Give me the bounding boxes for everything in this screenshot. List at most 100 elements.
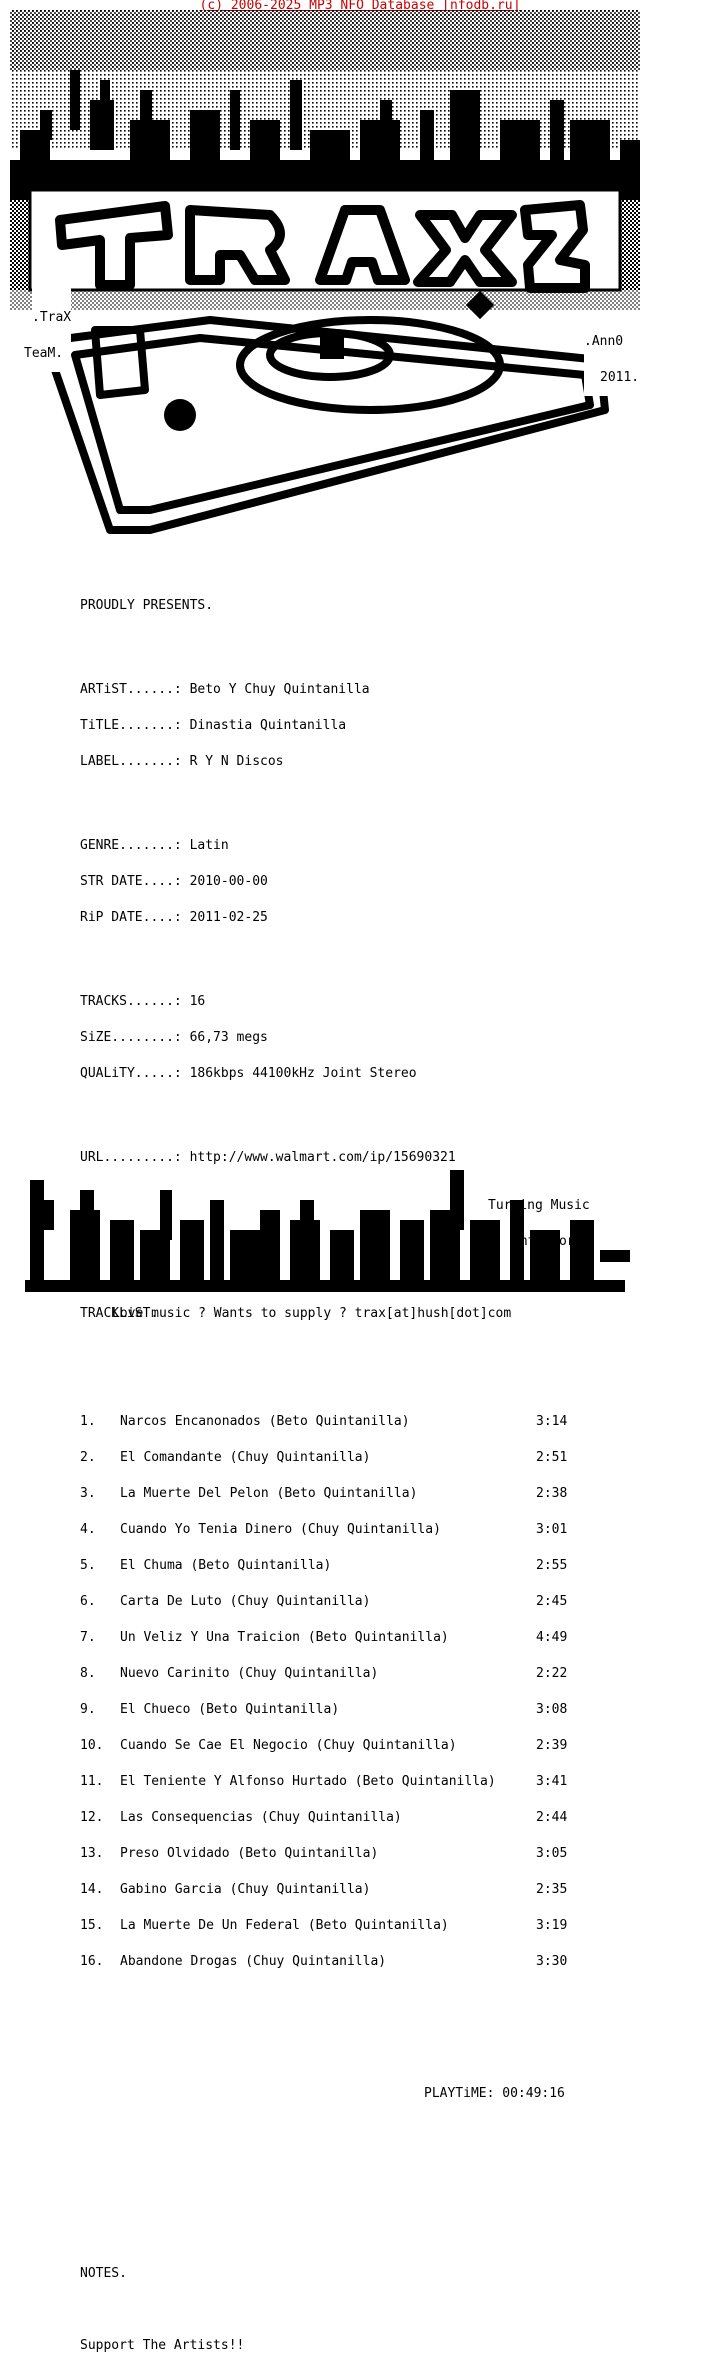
- track-number: 4.: [80, 1522, 96, 1537]
- crew-tag: .TraX TeaM.: [24, 288, 72, 372]
- genre-value: Latin: [189, 838, 229, 853]
- track-title: La Muerte De Un Federal (Beto Quintanill…: [120, 1918, 449, 1933]
- tagline-line-1: Turning Music: [488, 1198, 590, 1213]
- track-number: 11.: [80, 1774, 104, 1789]
- url-link[interactable]: http://www.walmart.com/ip/15690321: [189, 1150, 456, 1165]
- track-row: 9.El Chueco (Beto Quintanilla)3:08: [80, 1702, 576, 1717]
- track-duration: 3:30: [536, 1954, 568, 1969]
- track-number: 13.: [80, 1846, 104, 1861]
- crowd-art: [25, 1170, 630, 1292]
- track-duration: 2:35: [536, 1882, 568, 1897]
- track-row: 11. El Teniente Y Alfonso Hurtado (Beto Q…: [80, 1774, 576, 1789]
- track-duration: 2:51: [536, 1450, 568, 1465]
- quality-label: QUALiTY.....:: [80, 1066, 182, 1081]
- track-duration: 3:08: [536, 1702, 568, 1717]
- track-duration: 2:39: [536, 1738, 568, 1753]
- track-duration: 3:05: [536, 1846, 568, 1861]
- track-duration: 3:14: [536, 1414, 568, 1429]
- track-title: Carta De Luto (Chuy Quintanilla): [120, 1594, 371, 1609]
- track-duration: 2:55: [536, 1558, 568, 1573]
- track-title: El Chuma (Beto Quintanilla): [120, 1558, 332, 1573]
- track-title: Preso Olvidado (Beto Quintanilla): [120, 1846, 379, 1861]
- track-number: 5.: [80, 1558, 96, 1573]
- quality-value: 186kbps 44100kHz Joint Stereo: [189, 1066, 417, 1081]
- crew-tag-line-1: .TraX: [32, 310, 72, 325]
- track-number: 15.: [80, 1918, 104, 1933]
- track-number: 7.: [80, 1630, 96, 1645]
- label-row: LABEL.......: R Y N Discos: [80, 754, 576, 769]
- size-value: 66,73 megs: [189, 1030, 268, 1045]
- track-title: Cuando Se Cae El Negocio (Chuy Quintanil…: [120, 1738, 457, 1753]
- copyright-link[interactable]: (c) 2006-2025 MP3 NFO Database [nfodb.ru…: [199, 0, 521, 13]
- track-number: 16.: [80, 1954, 104, 1969]
- rip-date-label: RiP DATE....:: [80, 910, 182, 925]
- track-number: 3.: [80, 1486, 96, 1501]
- track-title: La Muerte Del Pelon (Beto Quintanilla): [120, 1486, 418, 1501]
- track-duration: 2:44: [536, 1810, 568, 1825]
- label-value: R Y N Discos: [189, 754, 284, 769]
- label-label: LABEL.......:: [80, 754, 182, 769]
- url-label: URL.........:: [80, 1150, 182, 1165]
- track-number: 12.: [80, 1810, 104, 1825]
- contact-footer: Love music ? Wants to supply ? trax[at]h…: [112, 1306, 512, 1321]
- notes-text: Support The Artists!!: [80, 2338, 245, 2353]
- track-duration: 2:38: [536, 1486, 568, 1501]
- track-number: 6.: [80, 1594, 96, 1609]
- track-row: 6. Carta De Luto (Chuy Quintanilla) 2:45: [80, 1594, 576, 1609]
- track-row: 16. Abandone Drogas (Chuy Quintanilla) 3:3…: [80, 1954, 576, 1969]
- track-row: 7. Un Veliz Y Una Traicion (Beto Quintani…: [80, 1630, 576, 1645]
- track-row: 5. El Chuma (Beto Quintanilla) 2:55: [80, 1558, 576, 1573]
- track-title: Nuevo Carinito (Chuy Quintanilla): [120, 1666, 379, 1681]
- tracklist-heading: TRACKLiST.: [80, 1306, 159, 1321]
- size-label: SiZE........:: [80, 1030, 182, 1045]
- artist-value: Beto Y Chuy Quintanilla: [189, 682, 370, 697]
- track-number: 1.: [80, 1414, 96, 1429]
- track-duration: 3:01: [536, 1522, 568, 1537]
- year-tag-line-2: 2011.: [600, 370, 640, 385]
- track-duration: 2:22: [536, 1666, 568, 1681]
- track-duration: 4:49: [536, 1630, 568, 1645]
- track-row: 15. La Muerte De Un Federal (Beto Quintan…: [80, 1918, 576, 1933]
- track-title: Gabino Garcia (Chuy Quintanilla): [120, 1882, 371, 1897]
- nfo-content: PROUDLY PRESENTS. ARTiST......: Beto Y C…: [80, 576, 576, 2364]
- title-value: Dinastia Quintanilla: [189, 718, 347, 733]
- title-label: TiTLE.......:: [80, 718, 182, 733]
- track-number: 14.: [80, 1882, 104, 1897]
- track-title: Las Consequencias (Chuy Quintanilla): [120, 1810, 402, 1825]
- track-row: 4. Cuando Yo Tenia Dinero (Chuy Quintanil…: [80, 1522, 576, 1537]
- playtime-total: PLAYTiME: 00:49:16: [424, 2086, 565, 2101]
- track-duration: 3:19: [536, 1918, 568, 1933]
- track-row: 2.El Comandante (Chuy Quintanilla)2:51: [80, 1450, 576, 1465]
- track-title: Cuando Yo Tenia Dinero (Chuy Quintanilla…: [120, 1522, 441, 1537]
- tagline: Turning Music Into Porn.: [488, 1176, 590, 1260]
- tracks-row: TRACKS......: 16: [80, 994, 576, 1009]
- str-date-row: STR DATE....: 2010-00-00: [80, 874, 576, 889]
- str-date-value: 2010-00-00: [189, 874, 268, 889]
- artist-row: ARTiST......: Beto Y Chuy Quintanilla: [80, 682, 576, 697]
- track-duration: 2:45: [536, 1594, 568, 1609]
- track-title: Abandone Drogas (Chuy Quintanilla): [120, 1954, 387, 1969]
- quality-row: QUALiTY.....: 186kbps 44100kHz Joint Ste…: [80, 1066, 576, 1081]
- rip-date-row: RiP DATE....: 2011-02-25: [80, 910, 576, 925]
- year-tag-line-1: .Ann0: [584, 334, 624, 349]
- track-row: 13. Preso Olvidado (Beto Quintanilla) 3:05: [80, 1846, 576, 1861]
- track-row: 10. Cuando Se Cae El Negocio (Chuy Quinta…: [80, 1738, 576, 1753]
- url-row: URL.........: http://www.walmart.com/ip/…: [80, 1150, 576, 1165]
- genre-row: GENRE.......: Latin: [80, 838, 576, 853]
- track-title: Un Veliz Y Una Traicion (Beto Quintanill…: [120, 1630, 449, 1645]
- track-row: 8.Nuevo Carinito (Chuy Quintanilla)2:22: [80, 1666, 576, 1681]
- artist-label: ARTiST......:: [80, 682, 182, 697]
- track-title: El Teniente Y Alfonso Hurtado (Beto Quin…: [120, 1774, 496, 1789]
- tracks-label: TRACKS......:: [80, 994, 182, 1009]
- track-title: El Comandante (Chuy Quintanilla): [120, 1450, 371, 1465]
- track-number: 10.: [80, 1738, 104, 1753]
- track-row: 12. Las Consequencias (Chuy Quintanilla) 2…: [80, 1810, 576, 1825]
- track-row: 3. La Muerte Del Pelon (Beto Quintanilla)…: [80, 1486, 576, 1501]
- notes-heading: NOTES.: [80, 2266, 127, 2281]
- genre-label: GENRE.......:: [80, 838, 182, 853]
- trax-logo-art: [10, 10, 640, 534]
- track-title: Narcos Encanonados (Beto Quintanilla): [120, 1414, 410, 1429]
- size-row: SiZE........: 66,73 megs: [80, 1030, 576, 1045]
- track-number: 9.: [80, 1702, 96, 1717]
- tracks-value: 16: [189, 994, 206, 1009]
